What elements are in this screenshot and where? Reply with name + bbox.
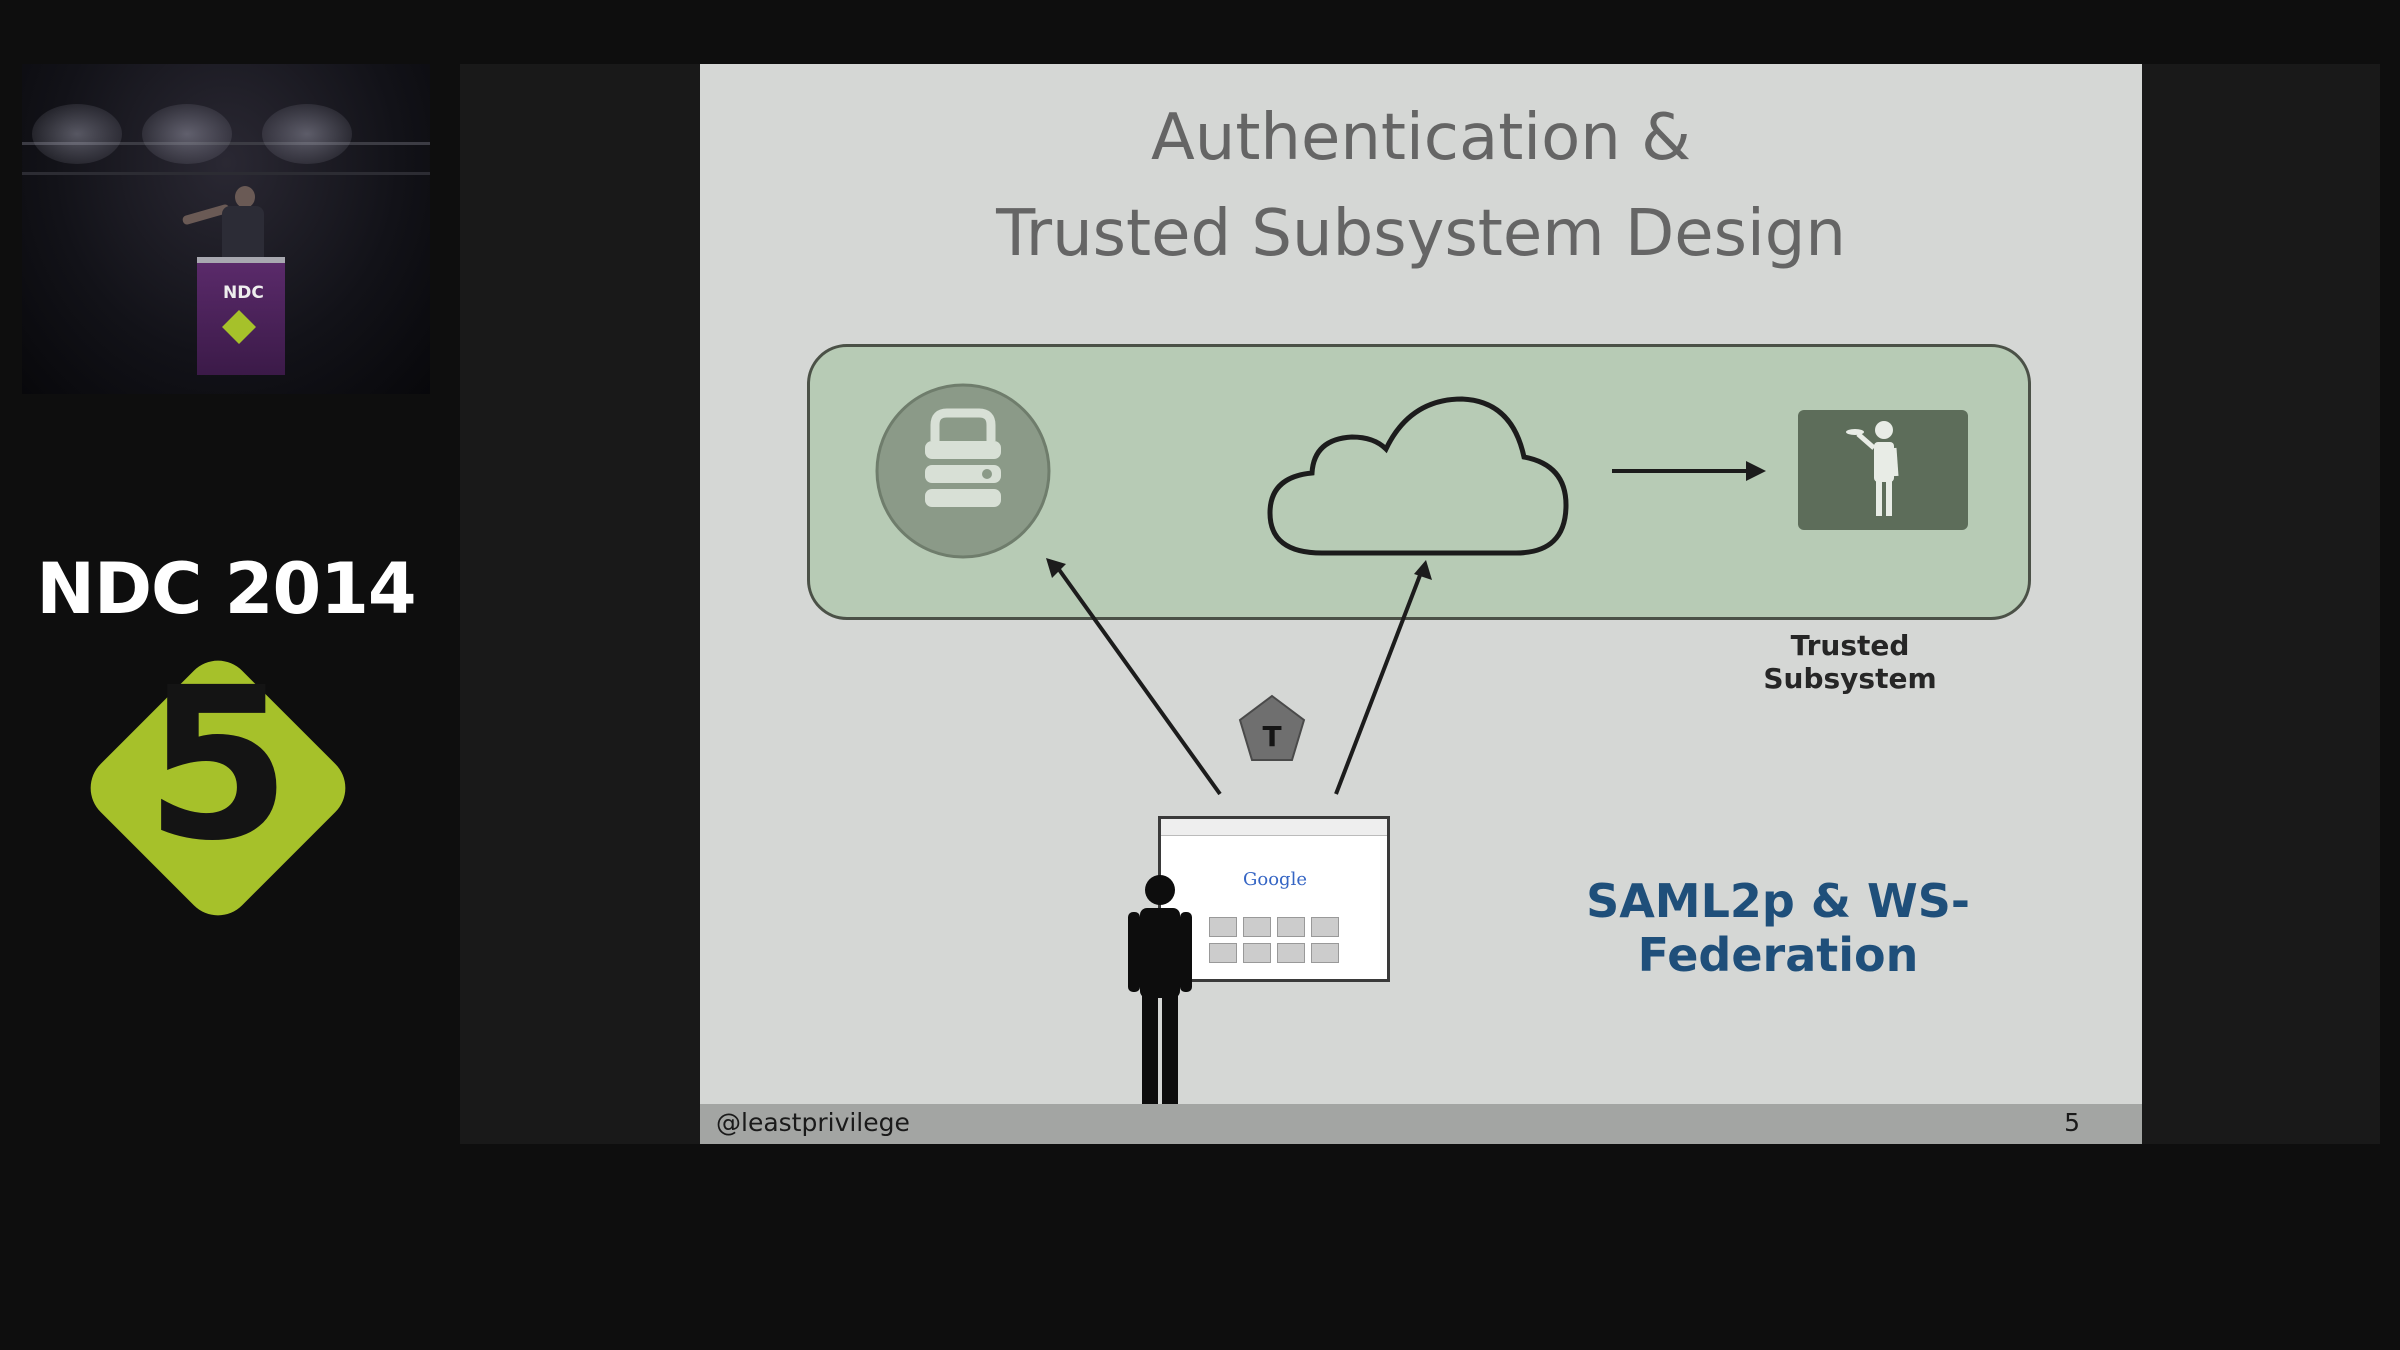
butler-icon bbox=[1798, 410, 1968, 530]
footer-handle: @leastprivilege bbox=[716, 1108, 910, 1137]
browser-thumb bbox=[1243, 917, 1271, 937]
stage-light bbox=[142, 104, 232, 164]
browser-thumb bbox=[1311, 943, 1339, 963]
slide-footer: @leastprivilege 5 bbox=[700, 1104, 2142, 1144]
ndc-logo: 5 bbox=[48, 618, 388, 958]
stage-light bbox=[32, 104, 122, 164]
podium-diamond-icon bbox=[222, 310, 256, 344]
page-number: 5 bbox=[2064, 1108, 2080, 1137]
slide-title: Authentication & Trusted Subsystem Desig… bbox=[700, 90, 2142, 282]
subsystem-label: Trusted Subsystem bbox=[1763, 629, 1937, 695]
logo-number: 5 bbox=[144, 642, 292, 887]
browser-thumb bbox=[1243, 943, 1271, 963]
browser-thumb bbox=[1277, 943, 1305, 963]
slide-title-line1: Authentication & bbox=[1150, 101, 1692, 175]
person-icon bbox=[1128, 875, 1192, 1116]
browser-thumb bbox=[1277, 917, 1305, 937]
trusted-subsystem-box bbox=[807, 344, 2031, 620]
token-icon: T bbox=[1238, 694, 1306, 764]
podium-logo: NDC bbox=[223, 283, 264, 303]
browser-logo: Google bbox=[1243, 869, 1307, 890]
podium: NDC bbox=[197, 257, 285, 375]
stage-truss bbox=[22, 142, 430, 145]
token-label: T bbox=[1262, 720, 1281, 753]
browser-toolbar bbox=[1161, 819, 1387, 836]
browser-thumb bbox=[1209, 943, 1237, 963]
browser-thumb bbox=[1209, 917, 1237, 937]
stage-truss bbox=[22, 172, 430, 175]
event-title: NDC 2014 bbox=[36, 548, 416, 630]
speaker-body bbox=[222, 206, 264, 258]
cloud-icon bbox=[1267, 396, 1569, 556]
speaker-head bbox=[235, 186, 255, 208]
slide: Authentication & Trusted Subsystem Desig… bbox=[700, 64, 2142, 1144]
slide-title-line2: Trusted Subsystem Design bbox=[996, 197, 1846, 271]
arrow-right-icon bbox=[1612, 461, 1766, 481]
browser-icon: Google bbox=[1158, 816, 1390, 982]
lock-icon bbox=[875, 383, 1051, 559]
speaker-video: NDC bbox=[22, 64, 430, 394]
browser-thumb bbox=[1311, 917, 1339, 937]
stage-light bbox=[262, 104, 352, 164]
protocol-label: SAML2p & WS-Federation bbox=[1586, 874, 1970, 982]
